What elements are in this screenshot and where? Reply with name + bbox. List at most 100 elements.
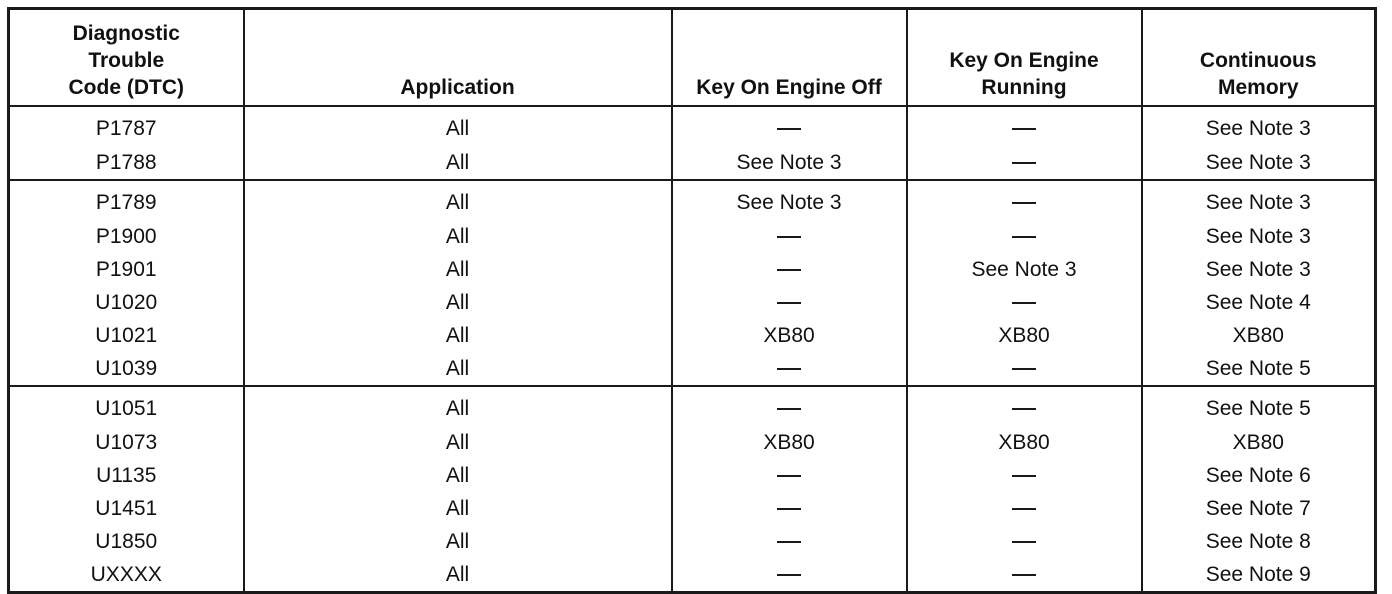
dtc-table: Diagnostic Trouble Code (DTC) Applicatio… (7, 7, 1377, 594)
dash-mark (1012, 127, 1036, 130)
key-on-engine-off-cell: XB80 (671, 319, 908, 352)
dtc-cell: U1135 (8, 459, 245, 492)
dash-mark (1012, 367, 1036, 370)
dtc-cell: U1021 (8, 319, 245, 352)
header-key-on-engine-running: Key On Engine Running (906, 8, 1143, 107)
continuous-memory-cell: See Note 6 (1205, 463, 1311, 487)
dash-mark (777, 573, 801, 576)
application-cell: All (243, 146, 673, 181)
header-continuous-memory: Continuous Memory (1141, 8, 1376, 107)
continuous-memory-cell: See Note 3 (1205, 257, 1311, 281)
application-cell: All (243, 386, 673, 426)
key-on-engine-off-cell: See Note 3 (671, 146, 908, 181)
continuous-memory-cell: See Note 7 (1205, 496, 1311, 520)
key-on-engine-running-cell (906, 558, 1143, 593)
dash-mark (777, 474, 801, 477)
key-on-engine-off-cell (671, 459, 908, 492)
dash-mark (1012, 235, 1036, 238)
dtc-cell: P1901 (8, 253, 245, 286)
key-on-engine-off-cell (671, 492, 908, 525)
dtc-cell: P1787 (8, 106, 245, 146)
dtc-cell: P1788 (8, 146, 245, 181)
dash-mark (1012, 474, 1036, 477)
dtc-cell: U1039 (8, 352, 245, 387)
application-cell: All (243, 253, 673, 286)
application-cell: All (243, 286, 673, 319)
key-on-engine-running-cell (906, 180, 1143, 220)
header-key-on-engine-off: Key On Engine Off (671, 8, 908, 107)
key-on-engine-running-cell (906, 492, 1143, 525)
continuous-memory-cell: See Note 3 (1141, 146, 1376, 181)
dtc-cell: U1850 (8, 525, 245, 558)
continuous-memory-cell: See Note 4 (1205, 290, 1311, 314)
dash-mark (777, 301, 801, 304)
application-cell: All (243, 459, 673, 492)
dash-mark (1012, 201, 1036, 204)
key-on-engine-running-cell (906, 386, 1143, 426)
dash-mark (777, 540, 801, 543)
application-cell: All (243, 180, 673, 220)
continuous-memory-cell: See Note 3 (1205, 224, 1311, 248)
dash-mark (777, 235, 801, 238)
key-on-engine-off-cell (671, 386, 908, 426)
application-cell: All (243, 492, 673, 525)
continuous-memory-cell: See Note 9 (1205, 562, 1311, 586)
header-application: Application (243, 8, 673, 107)
key-on-engine-running-cell (906, 352, 1143, 387)
dash-mark (777, 268, 801, 271)
dtc-cell: P1789 (8, 180, 245, 220)
dtc-cell: UXXXX (8, 558, 245, 593)
continuous-memory-cell: See Note 5 (1141, 352, 1376, 387)
dash-mark (1012, 540, 1036, 543)
dtc-cell: U1073 (8, 426, 245, 459)
key-on-engine-off-cell (671, 220, 908, 253)
header-dtc: Diagnostic Trouble Code (DTC) (8, 8, 245, 107)
dash-mark (777, 407, 801, 410)
continuous-memory-cell: See Note 3 (1205, 116, 1311, 140)
key-on-engine-off-cell (671, 286, 908, 319)
dtc-cell: U1451 (8, 492, 245, 525)
continuous-memory-cell: XB80 (1232, 430, 1284, 454)
dash-mark (777, 127, 801, 130)
key-on-engine-running-cell (906, 220, 1143, 253)
key-on-engine-off-cell: See Note 3 (671, 180, 908, 220)
application-cell: All (243, 352, 673, 387)
dtc-cell: U1051 (8, 386, 245, 426)
key-on-engine-off-cell: XB80 (671, 426, 908, 459)
table-header: Diagnostic Trouble Code (DTC) Applicatio… (8, 8, 1376, 107)
key-on-engine-running-cell: See Note 3 (906, 253, 1143, 286)
dash-mark (1012, 407, 1036, 410)
key-on-engine-off-cell (671, 253, 908, 286)
dtc-cell: U1020 (8, 286, 245, 319)
dash-mark (777, 507, 801, 510)
key-on-engine-running-cell: XB80 (906, 426, 1143, 459)
application-cell: All (243, 106, 673, 146)
key-on-engine-running-cell (906, 459, 1143, 492)
application-cell: All (243, 558, 673, 593)
continuous-memory-cell: See Note 8 (1205, 529, 1311, 553)
dash-mark (1012, 161, 1036, 164)
key-on-engine-running-cell (906, 106, 1143, 146)
continuous-memory-cell: See Note 3 (1205, 190, 1311, 214)
dash-mark (1012, 301, 1036, 304)
key-on-engine-off-cell (671, 558, 908, 593)
application-cell: All (243, 220, 673, 253)
key-on-engine-off-cell (671, 352, 908, 387)
key-on-engine-off-cell (671, 525, 908, 558)
application-cell: All (243, 426, 673, 459)
dtc-cell: P1900 (8, 220, 245, 253)
continuous-memory-cell: See Note 5 (1205, 396, 1311, 420)
key-on-engine-off-cell (671, 106, 908, 146)
